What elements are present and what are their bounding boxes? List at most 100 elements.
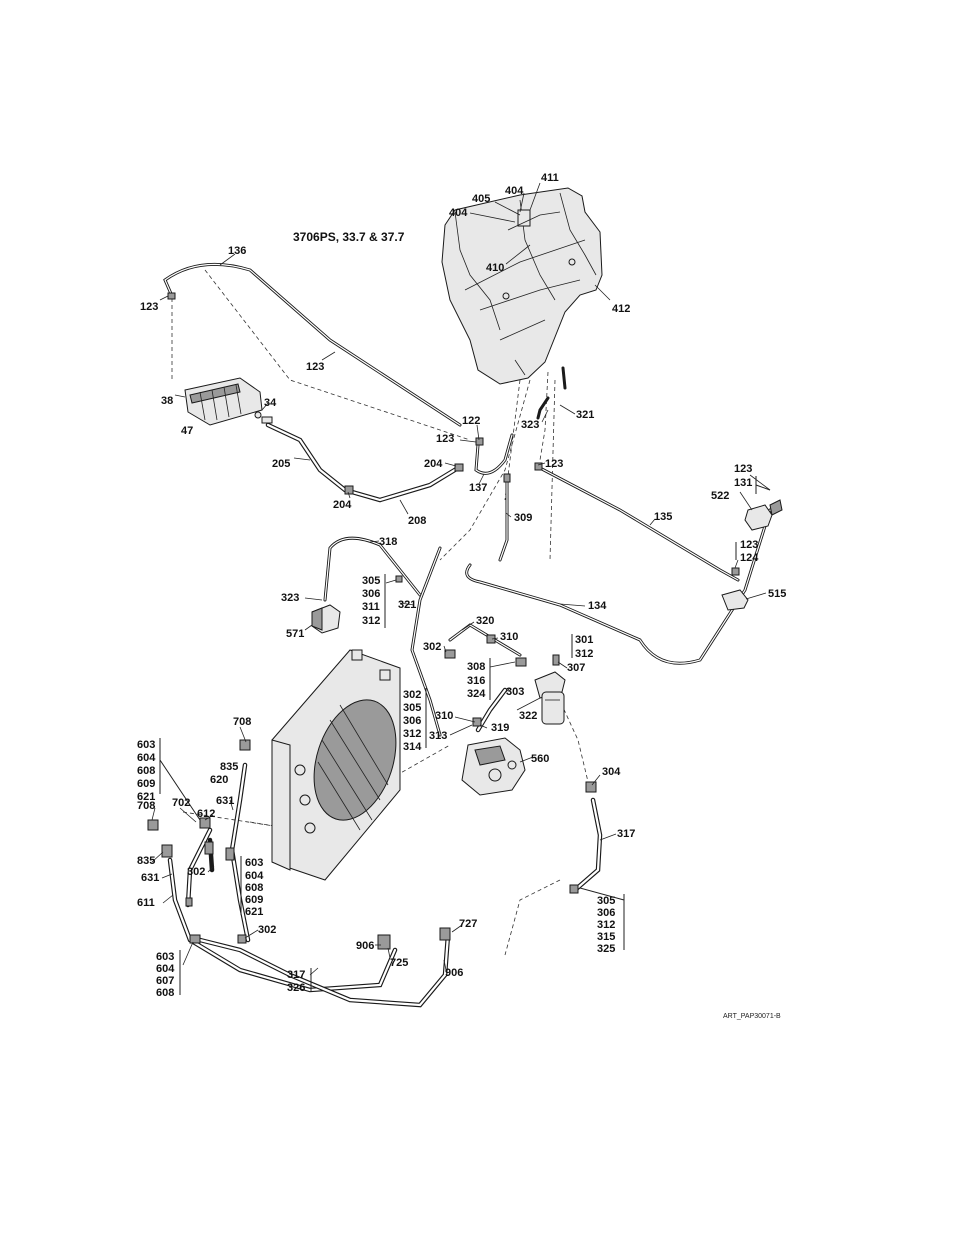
callout-label: 405 [472, 193, 490, 205]
callout-label: 404 [449, 207, 468, 219]
callout-label: 324 [467, 688, 486, 700]
callout-label: 312 [362, 615, 380, 627]
callout-label: 306 [597, 907, 615, 919]
callout-label: 305 [597, 895, 615, 907]
callout-label: 314 [403, 741, 422, 753]
callout-label: 311 [362, 601, 380, 613]
callout-label: 560 [531, 753, 549, 765]
callout-label: 708 [233, 716, 251, 728]
callout-label: 131 [734, 477, 752, 489]
callout-label: 631 [141, 872, 159, 884]
callout-label: 309 [514, 512, 532, 524]
hydraulic-tank [441, 187, 603, 385]
callout-label: 38 [161, 395, 173, 407]
labels: 3706PS, 33.7 & 37.7 ART_PAP30071-B 411 4… [137, 172, 786, 1020]
small-motor [311, 604, 341, 634]
callout-label: 608 [137, 765, 155, 777]
callout-label: 603 [156, 951, 174, 963]
callout-label: 204 [424, 458, 443, 470]
callout-label: 323 [521, 419, 539, 431]
callout-label: 123 [734, 463, 752, 475]
callout-label: 123 [140, 301, 158, 313]
callout-label: 611 [137, 897, 155, 909]
tubes [163, 262, 772, 737]
callout-label: 306 [403, 715, 421, 727]
callout-label: 313 [429, 730, 447, 742]
callout-label: 204 [333, 499, 352, 511]
callout-label: 322 [519, 710, 537, 722]
callout-label: 136 [228, 245, 246, 257]
callout-label: 319 [491, 722, 509, 734]
callout-label: 612 [197, 808, 215, 820]
callout-label: 316 [467, 675, 485, 687]
callout-label: 571 [286, 628, 304, 640]
callout-label: 302 [258, 924, 276, 936]
callout-label: 321 [576, 409, 594, 421]
callout-label: 608 [156, 987, 174, 999]
callout-label: 325 [597, 943, 615, 955]
callout-label: 315 [597, 931, 615, 943]
callout-label: 906 [445, 967, 463, 979]
callout-label: 205 [272, 458, 290, 470]
callout-label: 607 [156, 975, 174, 987]
callout-label: 708 [137, 800, 155, 812]
callout-label: 702 [172, 797, 190, 809]
callout-label: 412 [612, 303, 630, 315]
label-brackets [159, 476, 771, 995]
callout-label: 317 [287, 969, 305, 981]
filter-assembly [534, 671, 566, 725]
oil-cooler [271, 649, 401, 881]
callout-label: 306 [362, 588, 380, 600]
callout-label: 307 [567, 662, 585, 674]
callout-label: 310 [435, 710, 453, 722]
callout-label: 604 [245, 870, 264, 882]
callout-label: 603 [245, 857, 263, 869]
callout-label: 312 [597, 919, 615, 931]
callout-label: 604 [137, 752, 156, 764]
hydraulic-pump [461, 737, 526, 796]
callout-label: 835 [137, 855, 155, 867]
callout-label: 135 [654, 511, 672, 523]
callout-label: 906 [356, 940, 374, 952]
callout-label: 308 [467, 661, 485, 673]
callout-label: 410 [486, 262, 504, 274]
callout-label: 305 [362, 575, 380, 587]
callout-label: 621 [245, 906, 263, 918]
callout-label: 312 [403, 728, 421, 740]
callout-label: 123 [436, 433, 454, 445]
callout-label: 123 [740, 539, 758, 551]
callout-label: 835 [220, 761, 238, 773]
callout-label: 608 [245, 882, 263, 894]
callout-label: 609 [137, 778, 155, 790]
callout-label: 123 [306, 361, 324, 373]
callout-label: 124 [740, 552, 759, 564]
art-id: ART_PAP30071-B [723, 1013, 781, 1020]
callout-label: 302 [403, 689, 421, 701]
callout-label: 134 [588, 600, 607, 612]
callout-label: 318 [379, 536, 397, 548]
callout-label: 304 [602, 766, 621, 778]
callout-label: 320 [476, 615, 494, 627]
callout-label: 47 [181, 425, 193, 437]
callout-label: 305 [403, 702, 421, 714]
control-valve-block [184, 377, 273, 426]
callout-label: 303 [506, 686, 524, 698]
callout-label: 515 [768, 588, 786, 600]
callout-label: 317 [617, 828, 635, 840]
callout-label: 302 [423, 641, 441, 653]
callout-label: 604 [156, 963, 175, 975]
callout-label: 326 [287, 982, 305, 994]
callout-label: 34 [264, 397, 277, 409]
fittings [147, 292, 740, 950]
callout-label: 122 [462, 415, 480, 427]
callout-label: 411 [541, 172, 559, 184]
leader-lines [151, 182, 771, 976]
diagram-title: 3706PS, 33.7 & 37.7 [293, 230, 405, 244]
callout-label: 609 [245, 894, 263, 906]
callout-label: 323 [281, 592, 299, 604]
callout-label: 621 [137, 791, 155, 803]
callout-label: 208 [408, 515, 426, 527]
callout-label: 302 [187, 866, 205, 878]
